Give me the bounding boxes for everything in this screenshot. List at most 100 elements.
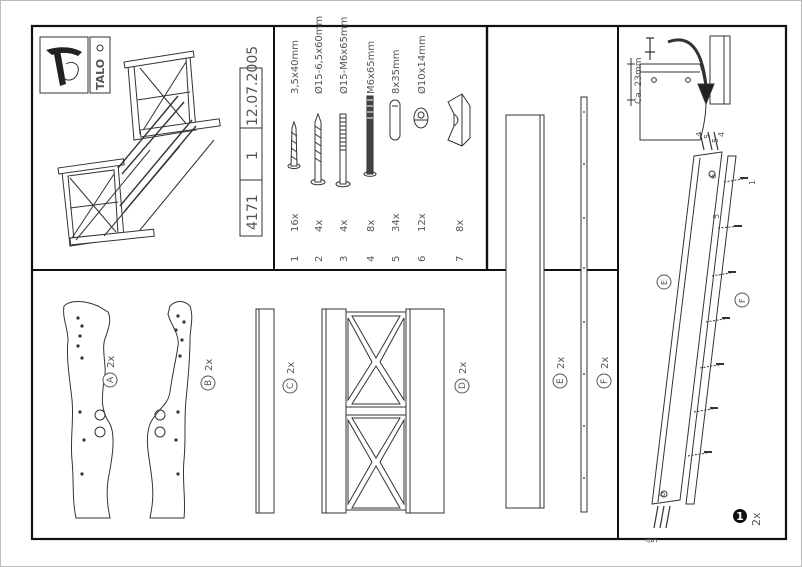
part-label-a: A 2x bbox=[102, 356, 118, 388]
part-f-strip bbox=[580, 96, 588, 513]
step-quantity: 2x bbox=[750, 512, 763, 526]
hardware-quantity: 12x bbox=[417, 213, 428, 232]
hardware-item-6: 6 12x Ø10x14mm bbox=[416, 35, 428, 262]
part-e-board bbox=[505, 114, 545, 509]
main-frame bbox=[30, 24, 788, 541]
step-label-e: E bbox=[656, 274, 672, 290]
part-quantity: 2x bbox=[600, 357, 611, 369]
step-label-top-4: 4 bbox=[695, 132, 704, 137]
hardware-spec: 8x35mm bbox=[391, 50, 402, 95]
dimension-label: Ca. 23mm bbox=[634, 57, 644, 104]
hardware-number: 5 bbox=[391, 256, 402, 262]
part-quantity: 2x bbox=[106, 356, 117, 368]
hardware-quantity: 8x bbox=[455, 220, 466, 232]
document-info: 12.07.2005 1 4171 bbox=[239, 46, 263, 237]
hardware-spec: M6x65mm bbox=[366, 41, 377, 94]
sheet-number: 1 bbox=[245, 151, 261, 160]
hardware-item-7: 7 8x bbox=[455, 220, 466, 262]
part-b-leg bbox=[146, 301, 193, 519]
hardware-number: 4 bbox=[366, 256, 377, 262]
step-label-bottom-4: 4 bbox=[644, 538, 653, 543]
step-callout: 5 bbox=[712, 214, 721, 219]
bracket-icon bbox=[447, 93, 471, 147]
step-label-bottom-6: 6 bbox=[658, 492, 667, 497]
hardware-item-5: 5 34x 8x35mm bbox=[391, 50, 402, 263]
bolt-washer-icon bbox=[335, 113, 351, 188]
step-label-top-6: 6 bbox=[709, 174, 718, 179]
part-letter: E bbox=[556, 378, 566, 384]
part-labels: A 2xB 2xC 2xD 2xE 2xF 2x bbox=[102, 356, 612, 394]
step-callout: 6 bbox=[709, 174, 718, 179]
step-callout: 5 bbox=[711, 138, 720, 143]
step-1-detail bbox=[627, 35, 731, 141]
part-c-board bbox=[255, 308, 275, 514]
part-label-b: B 2x bbox=[200, 359, 216, 391]
step-callout: 5 bbox=[703, 134, 712, 139]
part-letter: F bbox=[600, 379, 610, 384]
hardware-quantity: 4x bbox=[314, 220, 325, 232]
hex-bolt-icon bbox=[363, 95, 377, 177]
part-quantity: 2x bbox=[458, 362, 469, 374]
hardware-spec: 3,5x40mm bbox=[290, 40, 301, 94]
step-callout: 6 bbox=[658, 492, 667, 497]
hardware-item-1: 1 16x 3,5x40mm bbox=[290, 40, 301, 262]
hardware-number: 7 bbox=[455, 256, 466, 262]
date-text: 12.07.2005 bbox=[245, 46, 261, 126]
lag-screw-icon bbox=[310, 112, 326, 186]
part-a-leg bbox=[63, 301, 114, 519]
part-letter: C bbox=[286, 383, 296, 389]
step-label-bottom-5: 5 bbox=[650, 538, 659, 543]
step-label-dowel-5: 5 bbox=[712, 214, 721, 219]
hardware-spec: Ø10x14mm bbox=[416, 35, 428, 94]
step-callout: 1 bbox=[748, 180, 757, 185]
part-label-c: C 2x bbox=[282, 362, 298, 394]
logo: TALO bbox=[39, 36, 111, 94]
barrel-nut-icon bbox=[413, 107, 429, 129]
hardware-quantity: 4x bbox=[339, 220, 350, 232]
hardware-number: 6 bbox=[417, 256, 428, 262]
hardware-item-3: 3 4x Ø15-M6x65mm bbox=[338, 17, 350, 262]
step-label-screw-1: 1 bbox=[748, 180, 757, 185]
hardware-number: 3 bbox=[339, 256, 350, 262]
step-label-top-5b: 5 bbox=[711, 138, 720, 143]
part-quantity: 2x bbox=[286, 362, 297, 374]
hardware-number: 1 bbox=[290, 256, 301, 262]
step-number: 1 bbox=[736, 510, 744, 523]
hardware-item-2: 2 4x Ø15-6,5x60mm bbox=[313, 16, 325, 262]
part-letter: A bbox=[106, 376, 116, 383]
step-label-top-5: 5 bbox=[703, 134, 712, 139]
step-label-top-4b: 4 bbox=[717, 132, 726, 137]
part-quantity: 2x bbox=[556, 357, 567, 369]
step-callout: F bbox=[738, 298, 747, 303]
hardware-spec: Ø15-M6x65mm bbox=[338, 17, 350, 94]
dowel-icon bbox=[389, 99, 401, 141]
article-number: 4171 bbox=[245, 194, 261, 230]
wood-screw-icon bbox=[287, 120, 301, 170]
hardware-item-4: 4 8x M6x65mm bbox=[366, 41, 377, 262]
step-label-f: F bbox=[734, 292, 750, 308]
hardware-quantity: 16x bbox=[290, 213, 301, 232]
hardware-list: 116x3,5x40mm24xØ15-6,5x60mm34xØ15-M6x65m… bbox=[290, 16, 466, 262]
step-1-assembly bbox=[651, 131, 749, 529]
bench-overview-drawing bbox=[57, 50, 221, 247]
hardware-quantity: 34x bbox=[391, 213, 402, 232]
part-label-f: F 2x bbox=[596, 357, 612, 389]
hardware-quantity: 8x bbox=[366, 220, 377, 232]
brand-text: TALO bbox=[94, 59, 107, 90]
step-callout: E bbox=[660, 280, 669, 285]
part-label-d: D 2x bbox=[454, 362, 470, 394]
step-callout: 4 bbox=[717, 132, 726, 137]
part-label-e: E 2x bbox=[552, 357, 568, 389]
part-letter: B bbox=[204, 380, 214, 386]
step-callout: 4 bbox=[644, 538, 653, 543]
part-quantity: 2x bbox=[204, 359, 215, 371]
hardware-number: 2 bbox=[314, 256, 325, 262]
part-d-frame bbox=[321, 308, 445, 514]
step-callout: 5 bbox=[650, 538, 659, 543]
part-letter: D bbox=[458, 382, 468, 389]
hardware-drawings bbox=[287, 93, 471, 188]
hardware-spec: Ø15-6,5x60mm bbox=[313, 16, 325, 94]
step-callout: 4 bbox=[695, 132, 704, 137]
step-number-badge bbox=[733, 509, 747, 523]
